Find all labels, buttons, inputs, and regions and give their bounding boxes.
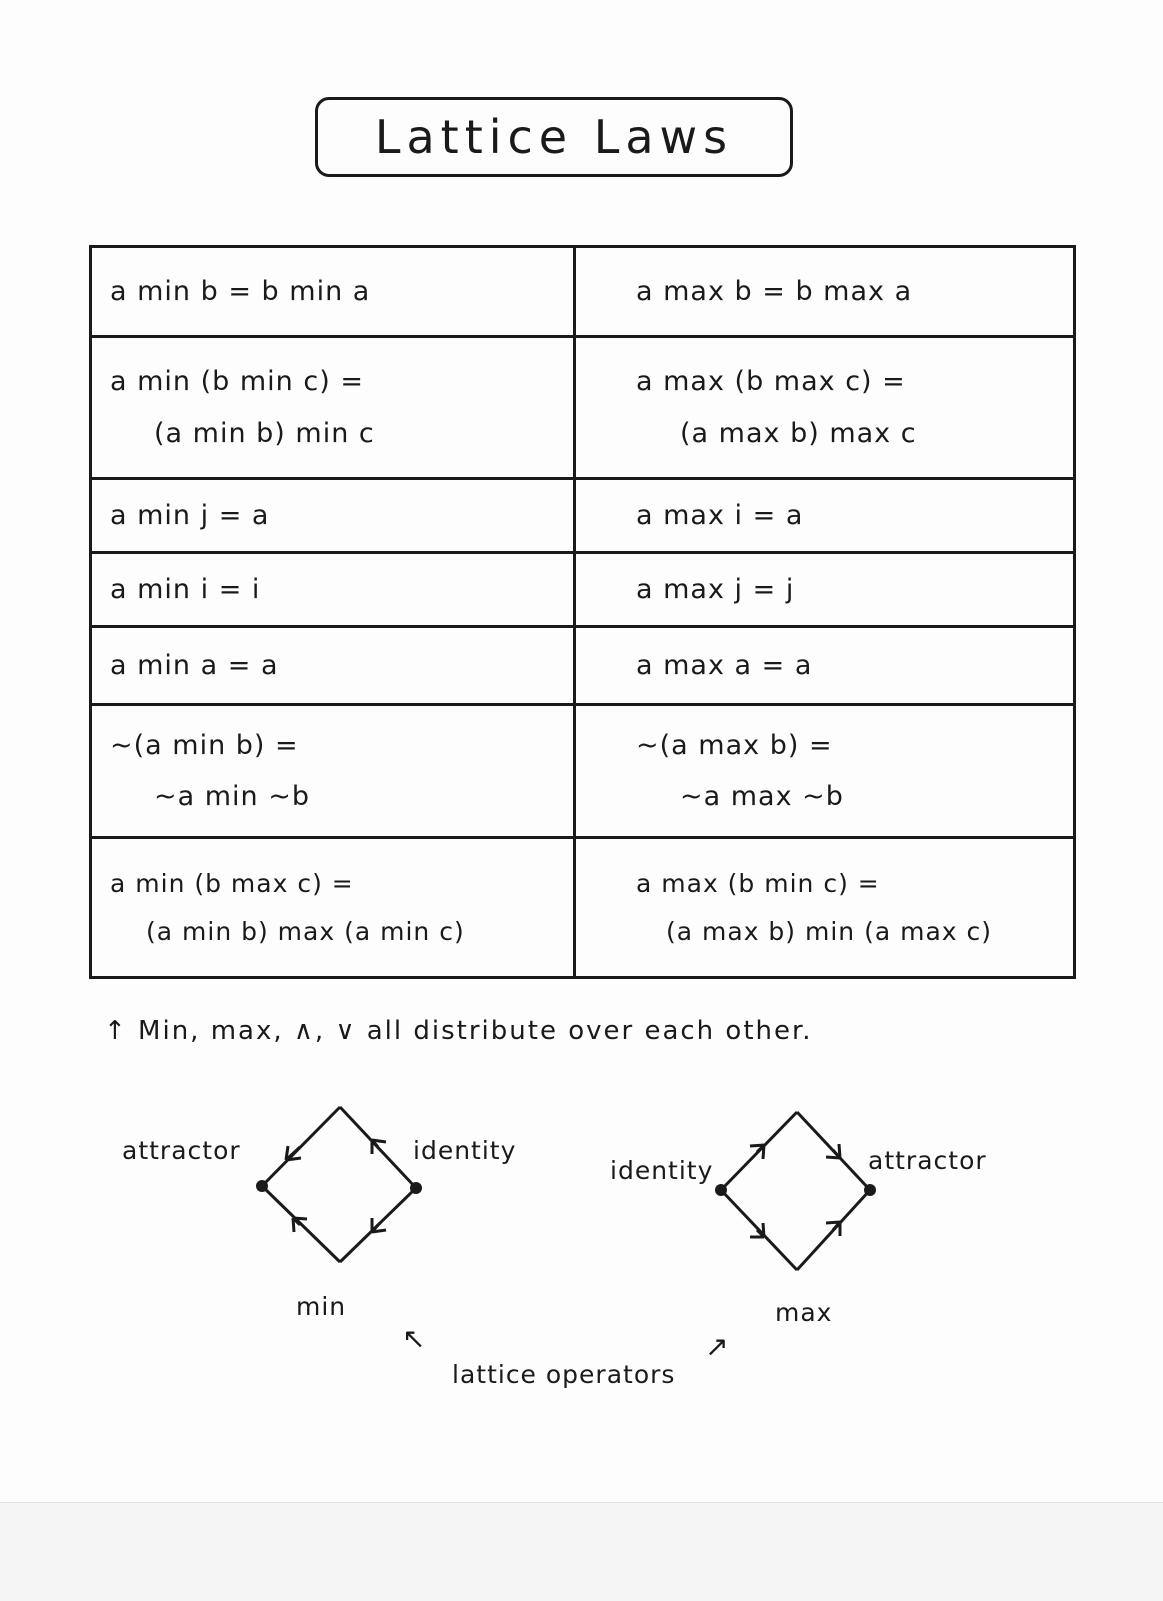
- diagram-caption: lattice operators: [452, 1360, 676, 1389]
- caption-right-arrow-icon: ↗: [705, 1330, 729, 1363]
- law-text: a max b = b max a: [636, 276, 913, 308]
- attractor-node: [256, 1180, 268, 1192]
- law-text: (a max b) min (a max c): [666, 916, 993, 946]
- table-row: a min (b min c) = (a min b) min c a max …: [89, 335, 1076, 481]
- arrow-icon: [825, 1220, 842, 1236]
- identity-node: [715, 1184, 727, 1196]
- min-edge: [338, 1105, 418, 1190]
- law-text: a min (b max c) =: [110, 869, 354, 899]
- table-row: a min i = i a max j = j: [89, 550, 1076, 628]
- table-row: a min (b max c) = (a min b) max (a min c…: [89, 836, 1076, 979]
- page-title: Lattice Laws: [374, 110, 734, 164]
- law-cell-max: ~(a max b) = ~a max ~b: [573, 702, 1076, 840]
- table-row: ~(a min b) = ~a min ~b ~(a max b) = ~a m…: [89, 702, 1076, 840]
- title-box: Lattice Laws: [315, 97, 793, 177]
- law-cell-min: ~(a min b) = ~a min ~b: [89, 702, 576, 840]
- law-cell-min: a min a = a: [89, 624, 576, 706]
- table-row: a min j = a a max i = a: [89, 477, 1076, 554]
- max-right-label: attractor: [868, 1146, 987, 1175]
- max-edge: [795, 1188, 872, 1272]
- scan-margin: [0, 1502, 1163, 1601]
- law-text: a max j = j: [636, 573, 795, 605]
- law-text: a min i = i: [110, 573, 261, 605]
- law-cell-min: a min b = b min a: [89, 244, 576, 339]
- max-diagram: [719, 1110, 872, 1272]
- attractor-node: [864, 1184, 876, 1196]
- law-cell-max: a max j = j: [573, 550, 1076, 628]
- table-row: a min a = a a max a = a: [89, 624, 1076, 706]
- law-cell-max: a max (b min c) = (a max b) min (a max c…: [573, 836, 1076, 979]
- law-text: ~(a max b) =: [636, 729, 833, 761]
- table-row: a min b = b min a a max b = b max a: [89, 244, 1076, 339]
- min-edge: [338, 1186, 418, 1264]
- max-edge: [719, 1110, 799, 1192]
- law-text: ~a min ~b: [154, 781, 311, 813]
- arrow-icon: [284, 1145, 302, 1162]
- min-left-label: attractor: [122, 1136, 241, 1165]
- law-text: a min a = a: [110, 649, 279, 681]
- distribution-note: ↑ Min, max, ∧, ∨ all distribute over eac…: [104, 1016, 813, 1046]
- law-text: a min j = a: [110, 499, 270, 531]
- identity-node: [410, 1182, 422, 1194]
- law-cell-max: a max a = a: [573, 624, 1076, 706]
- law-cell-max: a max (b max c) = (a max b) max c: [573, 335, 1076, 481]
- law-text: (a min b) max (a min c): [146, 916, 465, 946]
- min-edge: [260, 1184, 342, 1264]
- law-text: ~(a min b) =: [110, 729, 299, 761]
- arrow-icon: [749, 1143, 766, 1160]
- law-text: (a min b) min c: [154, 417, 375, 449]
- max-bottom-label: max: [775, 1298, 833, 1327]
- law-cell-max: a max i = a: [573, 477, 1076, 554]
- min-diagram: [260, 1105, 418, 1264]
- law-text: a min (b min c) =: [110, 366, 364, 398]
- law-cell-min: a min i = i: [89, 550, 576, 628]
- arrow-icon: [750, 1222, 766, 1239]
- law-text: a max (b max c) =: [636, 366, 906, 398]
- caption-left-arrow-icon: ↖: [402, 1322, 426, 1355]
- law-cell-min: a min (b max c) = (a min b) max (a min c…: [89, 836, 576, 979]
- min-bottom-label: min: [296, 1292, 347, 1321]
- min-edge: [260, 1105, 342, 1188]
- law-cell-min: a min j = a: [89, 477, 576, 554]
- min-right-label: identity: [413, 1136, 517, 1165]
- arrow-icon: [825, 1143, 842, 1160]
- max-left-label: identity: [610, 1156, 714, 1185]
- law-text: a max (b min c) =: [636, 869, 880, 899]
- law-cell-min: a min (b min c) = (a min b) min c: [89, 335, 576, 481]
- law-text: (a max b) max c: [680, 417, 917, 449]
- law-text: a max a = a: [636, 649, 813, 681]
- max-edge: [719, 1188, 799, 1272]
- arrow-icon: [291, 1216, 308, 1233]
- law-text: a min b = b min a: [110, 276, 371, 308]
- max-edge: [795, 1110, 872, 1192]
- laws-table: a min b = b min a a max b = b max a a mi…: [89, 244, 1076, 979]
- law-cell-max: a max b = b max a: [573, 244, 1076, 339]
- arrow-icon: [370, 1138, 387, 1154]
- law-text: ~a max ~b: [680, 781, 844, 813]
- arrow-icon: [370, 1218, 387, 1234]
- law-text: a max i = a: [636, 499, 804, 531]
